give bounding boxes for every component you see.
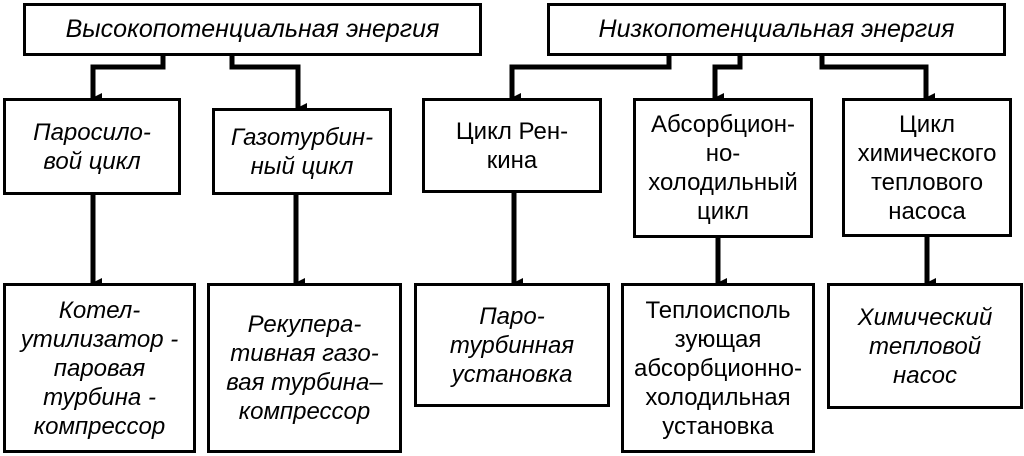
- absorption-unit-line-1: Теплоисполь: [645, 296, 791, 324]
- rankine-cycle-line-2: кина: [486, 146, 538, 174]
- steam-cycle-line-1: Паросило-: [33, 118, 151, 146]
- boiler-turbine-compressor-box: Котел- утилизатор - паровая турбина - ко…: [3, 283, 196, 453]
- recuperative-gas-turbine-box: Рекупера- тивная газо- вая турбина– комп…: [207, 283, 402, 453]
- absorption-unit-line-2: зующая: [674, 325, 762, 353]
- gas-turbine-cycle-box: Газотурбин- ный цикл: [212, 108, 392, 195]
- chemical-heat-pump-cycle-line-1: Цикл: [899, 110, 955, 138]
- steam-turbine-unit-line-2: турбинная: [449, 331, 575, 359]
- arrow-low-to-absorption: [712, 56, 743, 103]
- absorption-cycle-line-3: холодильный: [648, 169, 798, 196]
- boiler-line-5: компрессор: [33, 412, 166, 440]
- boiler-line-4: турбина -: [43, 383, 156, 411]
- chemical-heat-pump-line-1: Химический: [857, 303, 993, 331]
- chemical-heat-pump-line-2: тепловой: [868, 332, 982, 360]
- arrow-low-to-rankine: [509, 56, 672, 103]
- absorption-cycle-line-2: но-: [705, 140, 741, 167]
- recuperative-line-2: тивная газо-: [230, 340, 379, 367]
- steam-turbine-unit-box: Паро- турбинная установка: [414, 283, 610, 407]
- absorption-cycle-line-1: Абсорбцион-: [651, 111, 795, 138]
- high-potential-energy-label: Высокопотенциальная энергия: [65, 15, 440, 43]
- chemical-heat-pump-cycle-line-4: насоса: [888, 197, 966, 225]
- rankine-cycle-box: Цикл Рен- кина: [422, 98, 602, 193]
- steam-turbine-unit-line-1: Паро-: [479, 302, 545, 330]
- absorption-cycle-box: Абсорбцион- но- холодильный цикл: [633, 98, 813, 238]
- absorption-unit-line-5: установка: [662, 412, 774, 440]
- absorption-unit-line-3: абсорбционно-: [634, 354, 802, 382]
- absorption-cycle-line-4: цикл: [697, 198, 749, 225]
- steam-cycle-line-2: вой цикл: [43, 147, 141, 175]
- absorption-unit-line-4: холодильная: [645, 383, 791, 411]
- chemical-heat-pump-box: Химический тепловой насос: [827, 283, 1023, 409]
- boiler-line-1: Котел-: [58, 296, 141, 324]
- heat-using-absorption-unit-box: Теплоисполь зующая абсорбционно- холодил…: [621, 283, 815, 453]
- chemical-heat-pump-cycle-line-2: химического: [857, 139, 997, 167]
- boiler-line-2: утилизатор -: [20, 325, 179, 353]
- recuperative-line-4: компрессор: [238, 398, 371, 425]
- arrow-high-to-gas: [229, 56, 307, 113]
- gas-turbine-cycle-line-1: Газотурбин-: [230, 123, 374, 151]
- steam-turbine-unit-line-3: установка: [451, 360, 573, 388]
- chemical-heat-pump-line-3: насос: [893, 361, 957, 389]
- gas-turbine-cycle-line-2: ный цикл: [250, 152, 354, 180]
- high-potential-energy-box: Высокопотенциальная энергия: [23, 3, 482, 56]
- steam-cycle-box: Паросило- вой цикл: [3, 98, 181, 195]
- arrow-low-to-heatpump: [819, 56, 935, 103]
- chemical-heat-pump-cycle-box: Цикл химического теплового насоса: [842, 98, 1012, 237]
- recuperative-line-1: Рекупера-: [247, 311, 362, 338]
- low-potential-energy-label: Низкопотенциальная энергия: [598, 15, 955, 43]
- chemical-heat-pump-cycle-line-3: теплового: [870, 168, 984, 196]
- arrow-high-to-steam: [90, 56, 166, 103]
- low-potential-energy-box: Низкопотенциальная энергия: [547, 3, 1006, 56]
- boiler-line-3: паровая: [53, 354, 146, 382]
- recuperative-line-3: вая турбина–: [226, 369, 383, 396]
- rankine-cycle-line-1: Цикл Рен-: [455, 117, 569, 145]
